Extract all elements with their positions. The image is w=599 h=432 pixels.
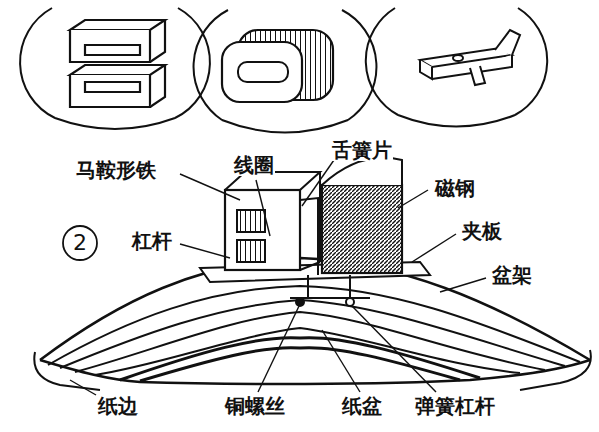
part-label: 弹簧杠杆 — [414, 395, 496, 417]
inset-circle — [366, 8, 547, 127]
part-label: 马鞍形铁 — [75, 159, 157, 181]
part-label: 磁钢 — [434, 177, 476, 199]
part-label: 杠杆 — [131, 230, 173, 252]
part-label: 线圈 — [233, 154, 275, 176]
part-label: 舌簧片 — [331, 139, 393, 161]
part-label: 夹板 — [461, 220, 503, 242]
inset-circle — [20, 8, 210, 129]
part-label: 盆架 — [491, 264, 533, 286]
inset-circle — [194, 10, 377, 133]
part-label: 铜螺丝 — [224, 395, 286, 417]
callout-number: 2 — [72, 231, 88, 255]
part-label: 纸盆 — [341, 395, 383, 417]
part-label: 纸边 — [97, 395, 139, 417]
